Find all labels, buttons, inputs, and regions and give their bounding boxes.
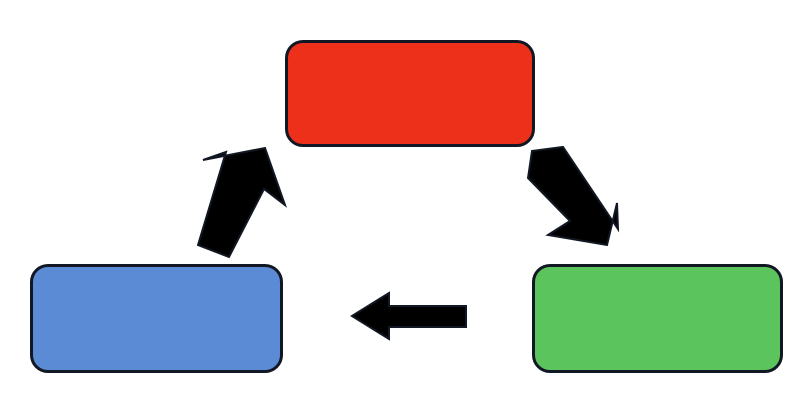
arrow-up-right-icon — [196, 146, 288, 259]
top-node[interactable] — [285, 40, 535, 147]
bottom-right-node[interactable] — [532, 264, 783, 373]
bottom-left-node[interactable] — [30, 264, 283, 373]
arrow-down-right-icon — [526, 145, 620, 247]
arrow-left-icon — [350, 291, 467, 341]
